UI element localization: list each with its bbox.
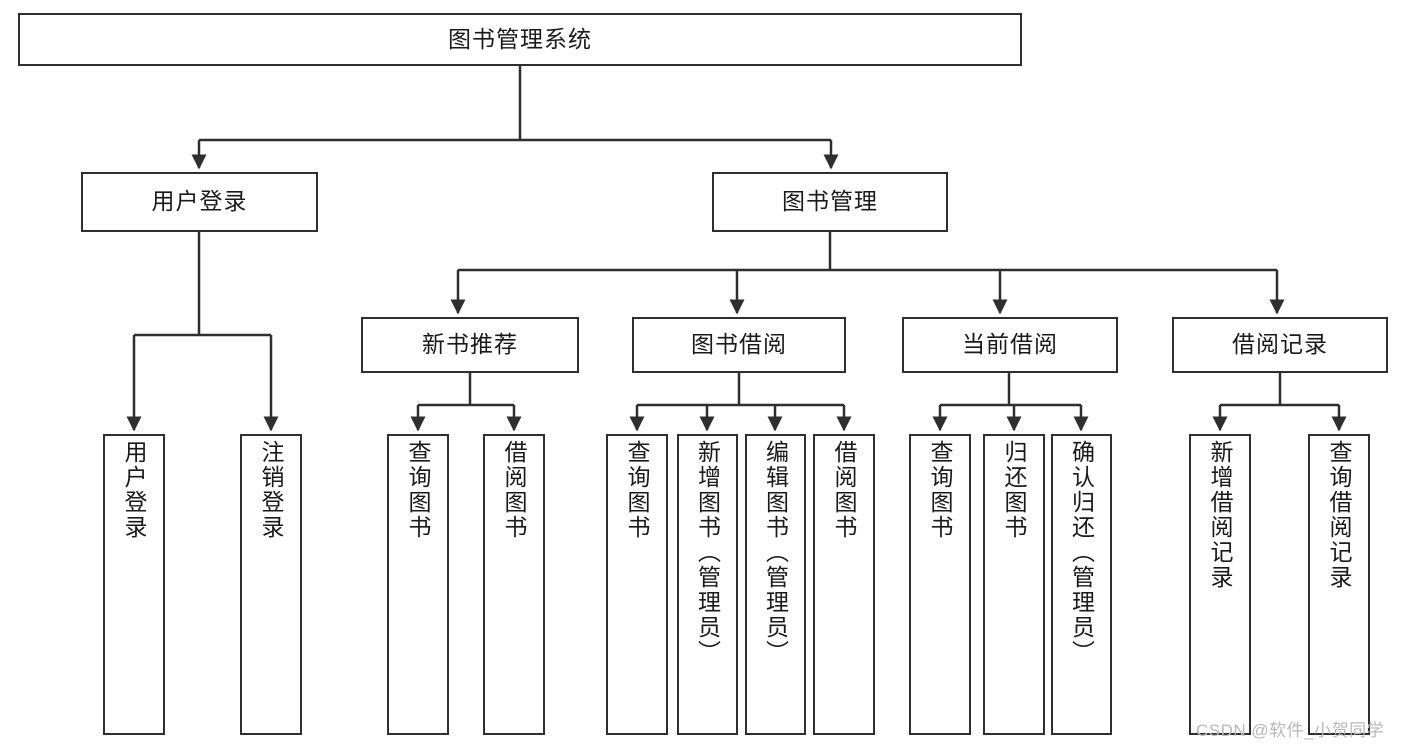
- node-new-book-rec[interactable]: 新书推荐: [361, 317, 579, 373]
- node-current-borrow[interactable]: 当前借阅: [902, 317, 1118, 373]
- node-leaf-user-login-label: 用户登录: [121, 440, 148, 540]
- node-current-borrow-label: 当前借阅: [962, 331, 1058, 358]
- node-leaf-query-book-rec[interactable]: 查询图书: [387, 434, 449, 735]
- node-book-borrow-label: 图书借阅: [691, 331, 787, 358]
- node-leaf-confirm-return-label: 确认归还（管理员）: [1068, 440, 1095, 665]
- node-leaf-borrow-book[interactable]: 借阅图书: [813, 434, 875, 735]
- node-book-admin-label: 图书管理: [782, 188, 878, 215]
- node-leaf-user-login[interactable]: 用户登录: [103, 434, 165, 735]
- node-leaf-query-record-label: 查询借阅记录: [1326, 440, 1353, 590]
- node-leaf-query-book-cur-label: 查询图书: [927, 440, 954, 540]
- node-leaf-query-book-borrow[interactable]: 查询图书: [606, 434, 668, 735]
- node-root[interactable]: 图书管理系统: [18, 13, 1022, 66]
- node-leaf-query-book-rec-label: 查询图书: [405, 440, 432, 540]
- node-new-book-rec-label: 新书推荐: [422, 331, 518, 358]
- node-root-label: 图书管理系统: [448, 25, 592, 52]
- node-leaf-confirm-return[interactable]: 确认归还（管理员）: [1051, 434, 1112, 735]
- node-borrow-record[interactable]: 借阅记录: [1172, 317, 1388, 373]
- csdn-watermark: CSDN @软件_小贺同学: [1196, 721, 1385, 740]
- node-leaf-query-record[interactable]: 查询借阅记录: [1308, 434, 1370, 735]
- node-user-login[interactable]: 用户登录: [81, 172, 318, 232]
- node-leaf-query-book-borrow-label: 查询图书: [624, 440, 651, 540]
- node-leaf-return-book[interactable]: 归还图书: [983, 434, 1045, 735]
- node-leaf-borrow-book-rec-label: 借阅图书: [501, 440, 528, 540]
- node-leaf-return-book-label: 归还图书: [1001, 440, 1028, 540]
- node-leaf-edit-book[interactable]: 编辑图书（管理员）: [745, 434, 806, 735]
- node-leaf-borrow-book-rec[interactable]: 借阅图书: [483, 434, 545, 735]
- node-leaf-add-record[interactable]: 新增借阅记录: [1189, 434, 1251, 735]
- node-leaf-borrow-book-label: 借阅图书: [831, 440, 858, 540]
- node-leaf-edit-book-label: 编辑图书（管理员）: [762, 440, 789, 665]
- node-leaf-add-record-label: 新增借阅记录: [1207, 440, 1234, 590]
- node-leaf-add-book[interactable]: 新增图书（管理员）: [677, 434, 738, 735]
- node-book-borrow[interactable]: 图书借阅: [632, 317, 846, 373]
- node-borrow-record-label: 借阅记录: [1232, 331, 1328, 358]
- node-user-login-label: 用户登录: [151, 188, 248, 215]
- node-leaf-logout[interactable]: 注销登录: [240, 434, 302, 735]
- node-leaf-query-book-cur[interactable]: 查询图书: [909, 434, 971, 735]
- node-leaf-add-book-label: 新增图书（管理员）: [694, 440, 721, 665]
- node-book-admin[interactable]: 图书管理: [712, 172, 948, 232]
- node-leaf-logout-label: 注销登录: [258, 440, 285, 540]
